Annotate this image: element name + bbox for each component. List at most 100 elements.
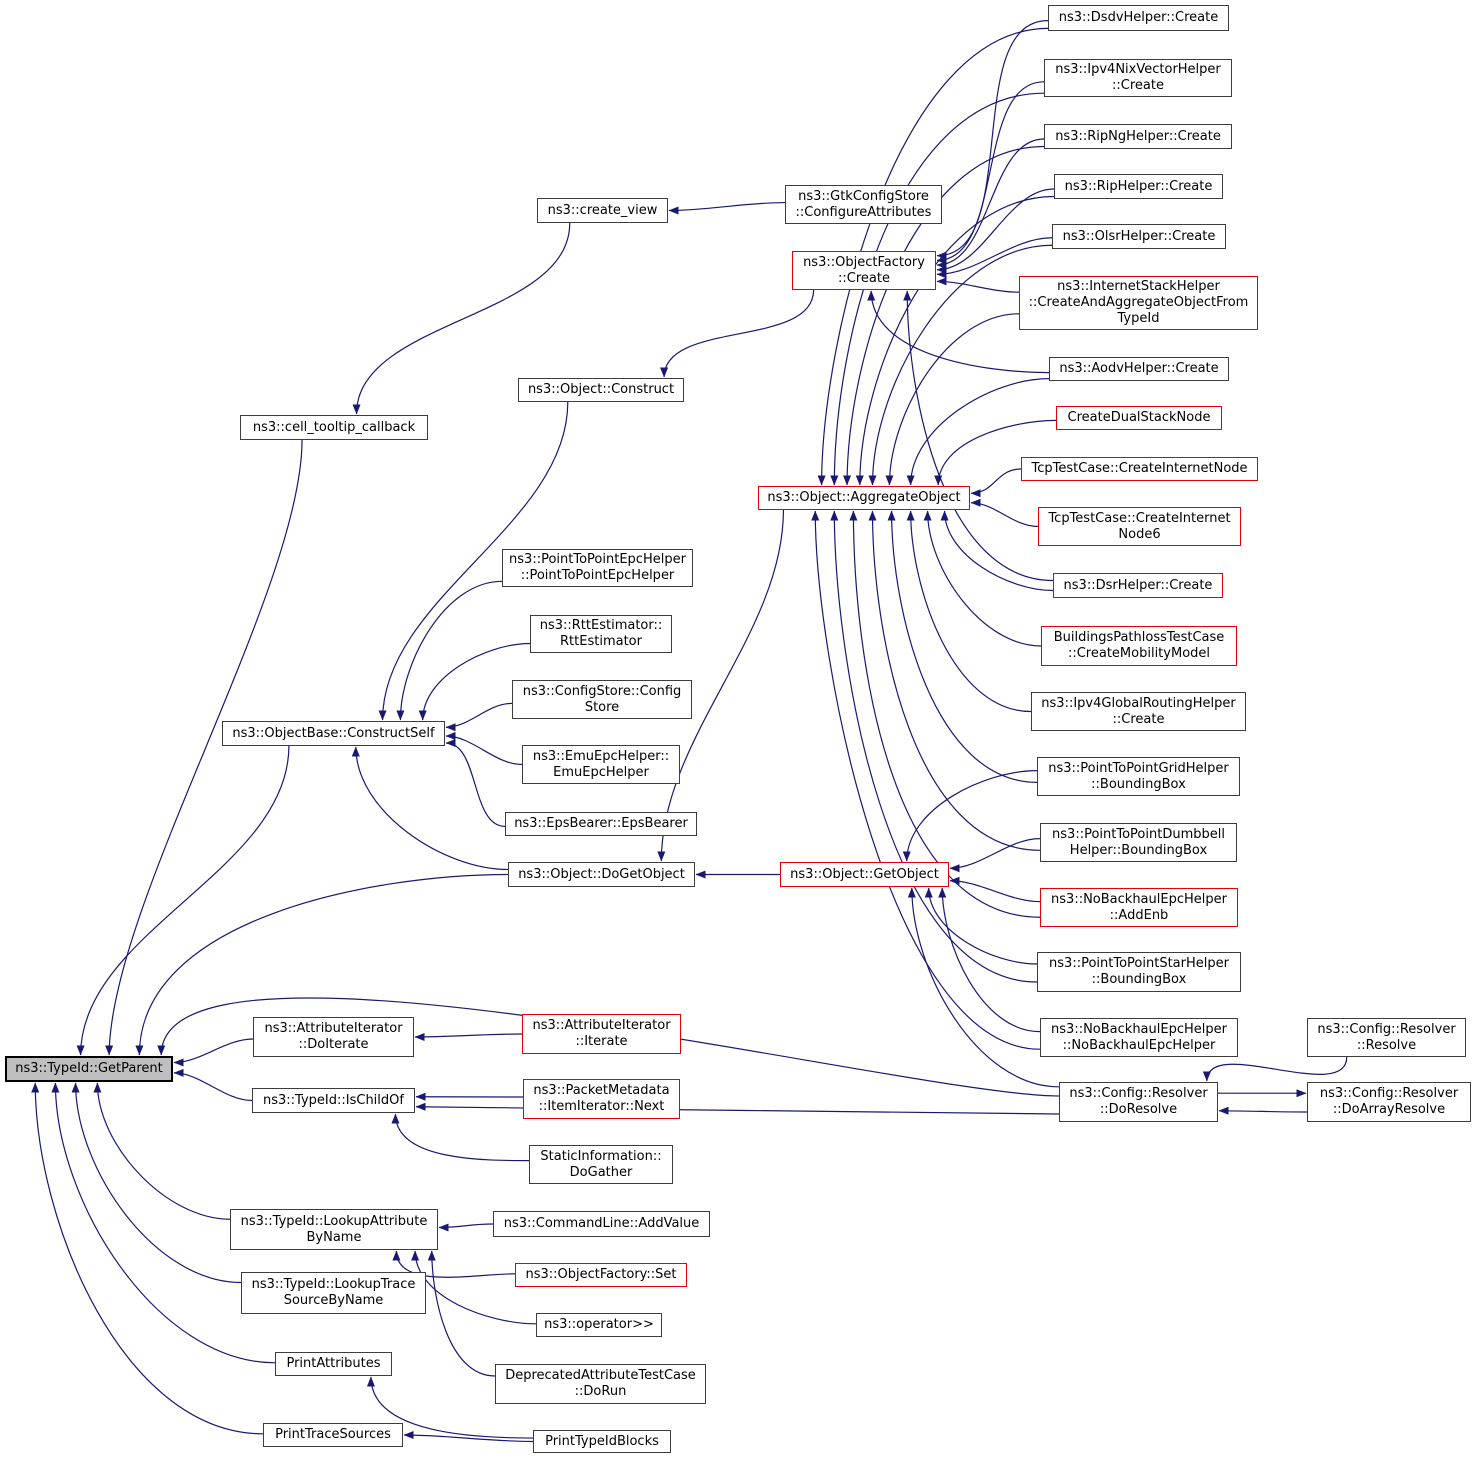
node-label: ns3::TypeId::IsChildOf [263, 1092, 404, 1108]
node-star[interactable]: ns3::PointToPointStarHelper ::BoundingBo… [1037, 952, 1241, 992]
node-label: ns3::NoBackhaulEpcHelper ::NoBackhaulEpc… [1051, 1021, 1227, 1053]
node-label: ns3::InternetStackHelper ::CreateAndAggr… [1028, 279, 1249, 326]
node-label: ns3::Object::GetObject [790, 866, 939, 882]
node-printtracesources[interactable]: PrintTraceSources [263, 1423, 403, 1447]
node-label: PrintTypeIdBlocks [545, 1433, 659, 1449]
node-ipv4global[interactable]: ns3::Ipv4GlobalRoutingHelper ::Create [1031, 692, 1246, 731]
node-olsr[interactable]: ns3::OlsrHelper::Create [1052, 224, 1226, 249]
edge-emuepchelper-to-constructself [445, 732, 523, 766]
node-dogetobject[interactable]: ns3::Object::DoGetObject [508, 862, 695, 887]
node-label: DeprecatedAttributeTestCase ::DoRun [505, 1368, 696, 1399]
node-addvalue[interactable]: ns3::CommandLine::AddValue [493, 1211, 710, 1237]
node-dogather[interactable]: StaticInformation:: DoGather [529, 1145, 673, 1184]
node-factorycreate[interactable]: ns3::ObjectFactory ::Create [792, 251, 936, 290]
edge-addvalue-to-lookupattr [438, 1223, 494, 1232]
edge-cell_tooltip-to-getparent [105, 439, 303, 1056]
node-label: ns3::AodvHelper::Create [1059, 361, 1219, 376]
node-ripng[interactable]: ns3::RipNgHelper::Create [1044, 124, 1232, 149]
node-label: ns3::TypeId::LookupTrace SourceByName [251, 1277, 416, 1308]
node-getobject[interactable]: ns3::Object::GetObject [780, 862, 949, 887]
edge-dsr-to-aggregate [940, 510, 1054, 592]
node-lookupattr[interactable]: ns3::TypeId::LookupAttribute ByName [230, 1209, 438, 1250]
node-internetstack[interactable]: ns3::InternetStackHelper ::CreateAndAggr… [1019, 276, 1258, 330]
edge-resolve-to-doresolve [1202, 1056, 1348, 1082]
node-deprecated[interactable]: DeprecatedAttributeTestCase ::DoRun [495, 1364, 706, 1404]
edge-create_view-to-cell_tooltip [352, 222, 571, 415]
node-buildings[interactable]: BuildingsPathlossTestCase ::CreateMobili… [1041, 626, 1237, 666]
node-p2pepchelper[interactable]: ns3::PointToPointEpcHelper ::PointToPoin… [502, 549, 693, 587]
node-construct[interactable]: ns3::Object::Construct [518, 378, 684, 402]
node-operatorgg[interactable]: ns3::operator>> [536, 1313, 662, 1337]
node-aodv[interactable]: ns3::AodvHelper::Create [1049, 357, 1229, 381]
edge-dumbbell-to-aggregate [868, 510, 1041, 851]
node-grid[interactable]: ns3::PointToPointGridHelper ::BoundingBo… [1037, 757, 1240, 796]
node-aggregate[interactable]: ns3::Object::AggregateObject [758, 486, 970, 510]
node-label: ns3::EmuEpcHelper:: EmuEpcHelper [532, 748, 670, 780]
node-cell_tooltip[interactable]: ns3::cell_tooltip_callback [240, 415, 428, 440]
node-doarrayresolve[interactable]: ns3::Config::Resolver ::DoArrayResolve [1307, 1082, 1471, 1122]
node-printtypeid[interactable]: PrintTypeIdBlocks [533, 1430, 671, 1453]
node-label: ns3::PacketMetadata ::ItemIterator::Next [533, 1083, 670, 1114]
node-label: ns3::TypeId::GetParent [15, 1061, 163, 1076]
node-configstore[interactable]: ns3::ConfigStore::Config Store [512, 680, 692, 719]
edge-nobackhaul-to-getobject [938, 887, 1041, 1033]
edge-doarrayresolve-to-doresolve [1218, 1106, 1308, 1115]
node-printattributes[interactable]: PrintAttributes [275, 1352, 392, 1376]
node-label: TcpTestCase::CreateInternetNode [1031, 461, 1248, 476]
node-label: PrintAttributes [286, 1356, 381, 1371]
node-rip[interactable]: ns3::RipHelper::Create [1054, 174, 1223, 199]
node-label: BuildingsPathlossTestCase ::CreateMobili… [1053, 630, 1225, 661]
node-label: ns3::RipNgHelper::Create [1055, 128, 1221, 144]
node-label: ns3::RipHelper::Create [1064, 178, 1213, 194]
node-ipv4nix[interactable]: ns3::Ipv4NixVectorHelper ::Create [1044, 59, 1232, 97]
node-lookuptrace[interactable]: ns3::TypeId::LookupTrace SourceByName [241, 1272, 426, 1314]
node-dualstack[interactable]: CreateDualStackNode [1056, 406, 1222, 430]
node-doiterate[interactable]: ns3::AttributeIterator ::DoIterate [253, 1017, 414, 1057]
edge-aodv-to-factorycreate [867, 290, 1050, 374]
edge-dualstack-to-aggregate [934, 419, 1057, 486]
edge-iterate-to-doiterate [414, 1032, 523, 1041]
node-rttestimator[interactable]: ns3::RttEstimator:: RttEstimator [530, 615, 672, 653]
node-factoryset[interactable]: ns3::ObjectFactory::Set [515, 1263, 687, 1287]
edge-buildings-to-aggregate [923, 510, 1042, 647]
node-create_view[interactable]: ns3::create_view [537, 198, 668, 223]
node-dumbbell[interactable]: ns3::PointToPointDumbbell Helper::Boundi… [1040, 823, 1237, 862]
edge-dsdv-to-factorycreate [936, 20, 1049, 260]
node-label: ns3::Config::Resolver ::Resolve [1317, 1021, 1456, 1053]
edge-star-to-aggregate [830, 510, 1038, 983]
node-constructself[interactable]: ns3::ObjectBase::ConstructSelf [222, 721, 445, 746]
node-addenb[interactable]: ns3::NoBackhaulEpcHelper ::AddEnb [1040, 888, 1238, 927]
edge-doresolve-to-ischildof [415, 1102, 1060, 1115]
node-label: ns3::Object::AggregateObject [767, 490, 961, 505]
edge-factorycreate-to-construct [660, 289, 815, 378]
node-nobackhaul[interactable]: ns3::NoBackhaulEpcHelper ::NoBackhaulEpc… [1040, 1018, 1238, 1057]
edge-grid-to-getobject [902, 770, 1038, 862]
edge-rttestimator-to-constructself [418, 642, 531, 721]
node-epsbearer[interactable]: ns3::EpsBearer::EpsBearer [505, 812, 697, 836]
node-label: ns3::Object::Construct [527, 382, 675, 397]
edge-printattributes-to-getparent [51, 1082, 276, 1364]
node-pmnext[interactable]: ns3::PacketMetadata ::ItemIterator::Next [523, 1079, 680, 1119]
edge-addenb-to-aggregate [849, 510, 1041, 918]
edge-printtracesources-to-getparent [31, 1082, 264, 1435]
edge-epsbearer-to-constructself [445, 739, 506, 827]
node-gtkconfig[interactable]: ns3::GtkConfigStore ::ConfigureAttribute… [785, 185, 942, 224]
node-dsr[interactable]: ns3::DsrHelper::Create [1053, 573, 1223, 598]
edge-ipv4global-to-aggregate [906, 510, 1032, 713]
node-ischildof[interactable]: ns3::TypeId::IsChildOf [252, 1088, 415, 1113]
node-tcpnode[interactable]: TcpTestCase::CreateInternetNode [1021, 457, 1258, 481]
node-dsdv[interactable]: ns3::DsdvHelper::Create [1048, 5, 1229, 31]
node-emuepchelper[interactable]: ns3::EmuEpcHelper:: EmuEpcHelper [522, 745, 680, 784]
node-iterate[interactable]: ns3::AttributeIterator ::Iterate [522, 1014, 681, 1054]
node-label: ns3::AttributeIterator ::Iterate [532, 1018, 671, 1049]
edge-ripng-to-factorycreate [936, 138, 1045, 270]
node-label: ns3::operator>> [544, 1317, 654, 1332]
node-tcpnode6[interactable]: TcpTestCase::CreateInternet Node6 [1038, 507, 1241, 546]
node-doresolve[interactable]: ns3::Config::Resolver ::DoResolve [1059, 1082, 1218, 1122]
edge-rip-to-aggregate [855, 195, 1055, 486]
node-resolve[interactable]: ns3::Config::Resolver ::Resolve [1307, 1018, 1466, 1057]
edge-rip-to-factorycreate [936, 188, 1055, 274]
node-label: ns3::PointToPointStarHelper ::BoundingBo… [1049, 956, 1229, 987]
